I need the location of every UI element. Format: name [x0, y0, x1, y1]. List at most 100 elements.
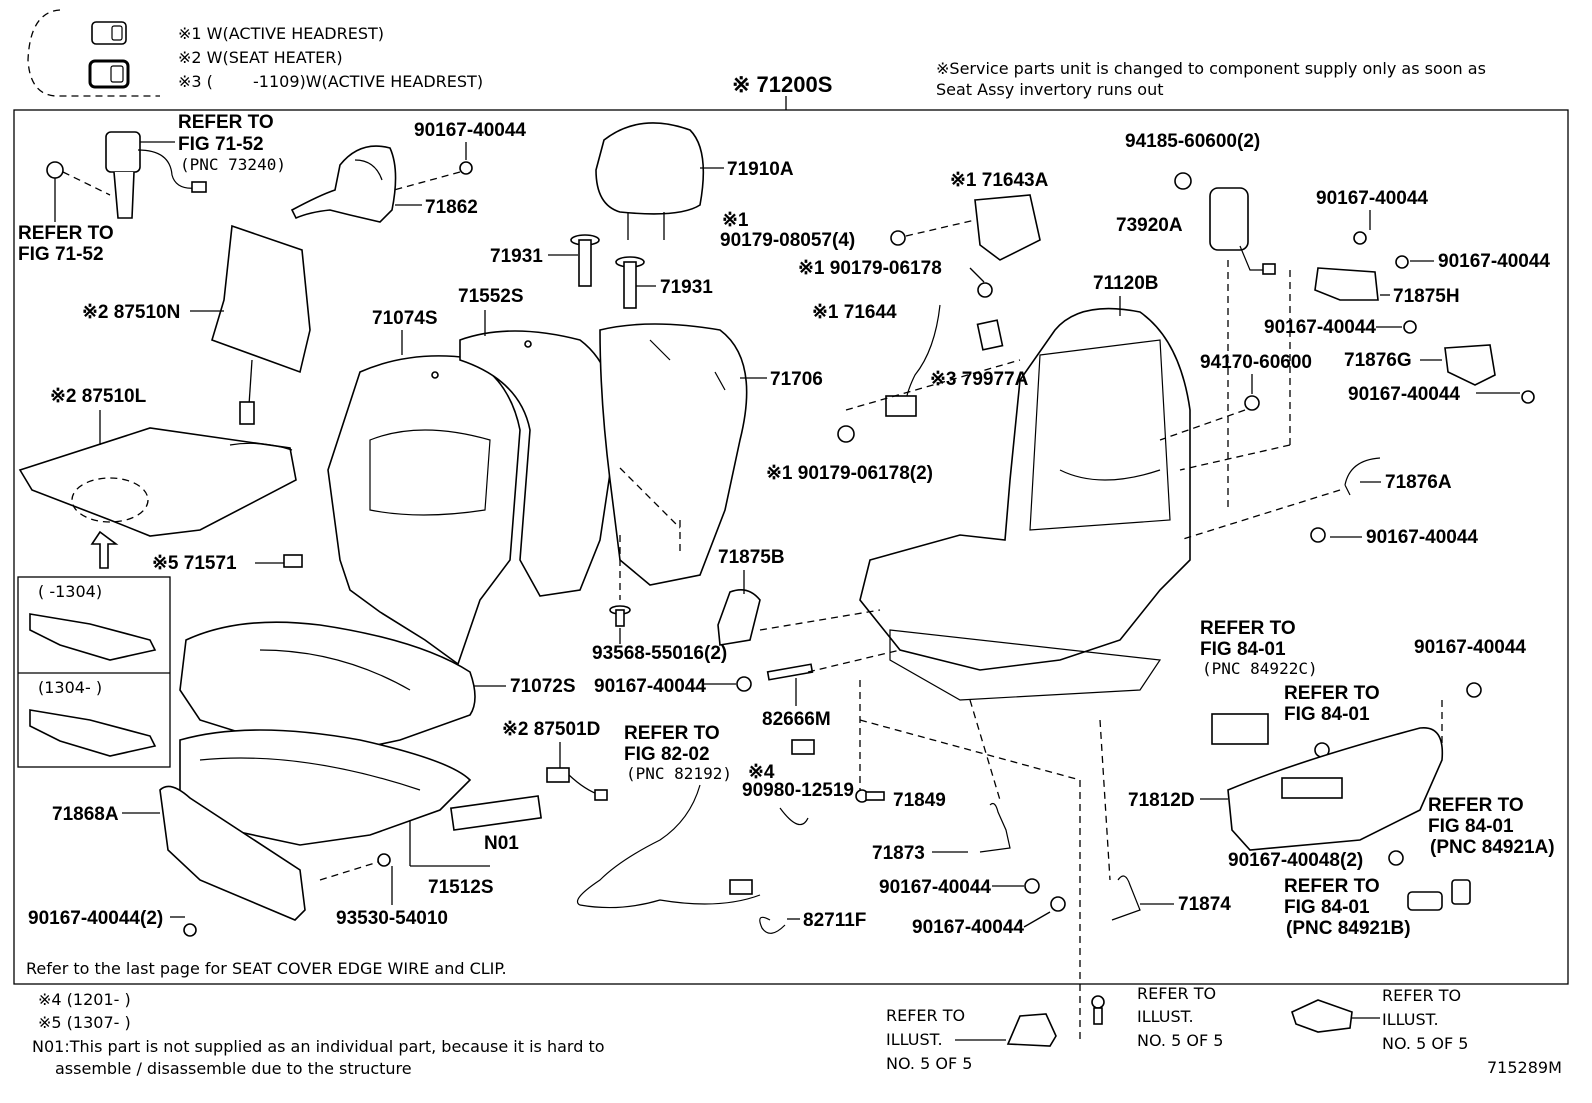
refer-fig-84-01-b-l1: REFER TO: [1284, 683, 1380, 704]
part-71512S: 71512S: [428, 877, 494, 898]
cable-71644-shape: [904, 304, 941, 411]
part-90167-40044-2: 90167-40044(2): [28, 908, 163, 929]
refer-fig-82-02-l2: FIG 82-02: [624, 744, 710, 765]
nut-94185-shape: [1174, 172, 1192, 190]
part-71875B: 71875B: [718, 547, 785, 568]
bolt-90167-b2: 90167-40044: [912, 917, 1024, 938]
part-71643A-shape: [974, 194, 1041, 261]
inset-frame: [17, 576, 171, 768]
main-frame: [13, 109, 1569, 985]
part-90179-06178-2: ※1 90179-06178(2): [766, 463, 933, 484]
note-5: ※5 (1307- ): [38, 1013, 131, 1032]
seatback-panel-shape: [599, 323, 748, 586]
bolt-71849-shape: [855, 789, 885, 803]
refer-fig-82-02-l3: (PNC 82192): [626, 764, 732, 783]
part-71873: 71873: [872, 843, 925, 864]
legend-icon-connector-a: [91, 21, 127, 45]
part-94185: 94185-60600(2): [1125, 131, 1260, 152]
refer-fig-84-01-a-l2: FIG 84-01: [1200, 639, 1286, 660]
nut-94170-shape: [1244, 395, 1260, 411]
headrest-shape: [595, 122, 705, 240]
refer-fig-84-01-d-l2: FIG 84-01: [1284, 897, 1370, 918]
part-71812D: 71812D: [1128, 790, 1195, 811]
part-93530: 93530-54010: [336, 908, 448, 929]
refer-fig-84-01-a-l1: REFER TO: [1200, 618, 1296, 639]
figure-id: 715289M: [1487, 1058, 1562, 1077]
refer-fig-71-52-b-l1: REFER TO: [18, 223, 114, 244]
part-71931-b: 71931: [660, 277, 713, 298]
part-N01: N01: [484, 833, 519, 854]
bolt-b1-shape: [1024, 878, 1040, 894]
refer-fig-82-02-l1: REFER TO: [624, 723, 720, 744]
assembly-title: ※ 71200S: [732, 72, 832, 97]
refer-fig-71-52-b-l2: FIG 71-52: [18, 244, 104, 265]
part-71074S: 71074S: [372, 308, 438, 329]
part-71876G: 71876G: [1344, 350, 1412, 371]
part-71552S: 71552S: [458, 286, 524, 307]
note-n01-line-2: assemble / disassemble due to the struct…: [55, 1059, 412, 1078]
clip-93568-shape: [609, 605, 631, 627]
bolt-90167-mid: 90167-40044: [594, 676, 706, 697]
legend-note-3-suffix: -1109)W(ACTIVE HEADREST): [253, 72, 483, 91]
inset-a-shape: [29, 613, 157, 661]
part-71875H-shape: [1314, 267, 1379, 301]
part-71931-a: 71931: [490, 246, 543, 267]
part-71873-shape: [979, 802, 1011, 853]
part-82666M: 82666M: [762, 709, 831, 730]
seat-heater-cushion-shape: [18, 427, 297, 537]
part-71876A-shape: [1344, 457, 1381, 496]
bottom-ref-2-l3: NO. 5 OF 5: [1137, 1031, 1223, 1050]
part-90980-l2: 90980-12519: [742, 780, 854, 801]
nut-90179-06178-2-shape: [837, 425, 855, 443]
bottom-ref-2-l1: REFER TO: [1137, 984, 1216, 1003]
part-71862-shape: [290, 145, 397, 223]
part-90179-06178: ※1 90179-06178: [798, 258, 942, 279]
inset-a-label: ( -1304): [38, 582, 102, 601]
part-71849: 71849: [893, 790, 946, 811]
bolt-90167-r2: 90167-40044: [1438, 251, 1550, 272]
refer-fig-84-01-c-l2: FIG 84-01: [1428, 816, 1514, 837]
inset-b-label: (1304- ): [38, 678, 102, 697]
bolt-r2-shape: [1395, 255, 1409, 269]
part-71706: 71706: [770, 369, 823, 390]
note-4: ※4 (1201- ): [38, 990, 131, 1009]
part-93568: 93568-55016(2): [592, 643, 727, 664]
part-82666M-shape: [766, 663, 814, 681]
bolt-90167-40044-top: 90167-40044: [414, 120, 526, 141]
part-87510L: ※2 87510L: [50, 386, 147, 407]
bottom-ref-1-shape: [1006, 1013, 1057, 1047]
inset-b-shape: [29, 709, 157, 757]
bolt-b2-shape: [1050, 896, 1066, 912]
nut-90179-06178-shape: [977, 282, 993, 298]
headrest-support-a: [570, 234, 600, 287]
arrow-up: [90, 530, 119, 569]
part-71643A: ※1 71643A: [950, 170, 1049, 191]
footnote-edge-wire: Refer to the last page for SEAT COVER ED…: [26, 959, 507, 978]
refer-fig-84-01-d-l1: REFER TO: [1284, 876, 1380, 897]
part-71910A: 71910A: [727, 159, 794, 180]
switch-84922C-shape: [1211, 713, 1269, 745]
bolt-90167-rr: 90167-40044: [1414, 637, 1526, 658]
part-71874: 71874: [1178, 894, 1231, 915]
bolt-90167-b1: 90167-40044: [879, 877, 991, 898]
bolt-90167-r1: 90167-40044: [1316, 188, 1428, 209]
side-shield-71812D-shape: [1227, 727, 1444, 851]
bottom-ref-3-l1: REFER TO: [1382, 986, 1461, 1005]
bottom-ref-3-shape: [1291, 999, 1353, 1033]
part-71120B: 71120B: [1093, 273, 1159, 294]
seatback-cover-shape: [327, 355, 521, 666]
seat-shield-shape: [159, 785, 306, 921]
part-90179-08057-l1: ※1: [722, 210, 749, 231]
part-71876A: 71876A: [1385, 472, 1452, 493]
bolt-40048-shape: [1388, 850, 1404, 866]
clip-82711F-shape: [759, 916, 786, 934]
headrest-support-b: [615, 256, 645, 309]
refer-fig-84-01-a-l3: (PNC 84922C): [1202, 659, 1318, 678]
bottom-ref-2-l2: ILLUST.: [1137, 1007, 1194, 1026]
part-90980-l1: ※4: [748, 762, 775, 783]
refer-fig-71-52-a-l2: FIG 71-52: [178, 134, 264, 155]
part-87510N: ※2 87510N: [82, 302, 180, 323]
part-71644: ※1 71644: [812, 302, 897, 323]
bolt-90167-r4: 90167-40044: [1348, 384, 1460, 405]
